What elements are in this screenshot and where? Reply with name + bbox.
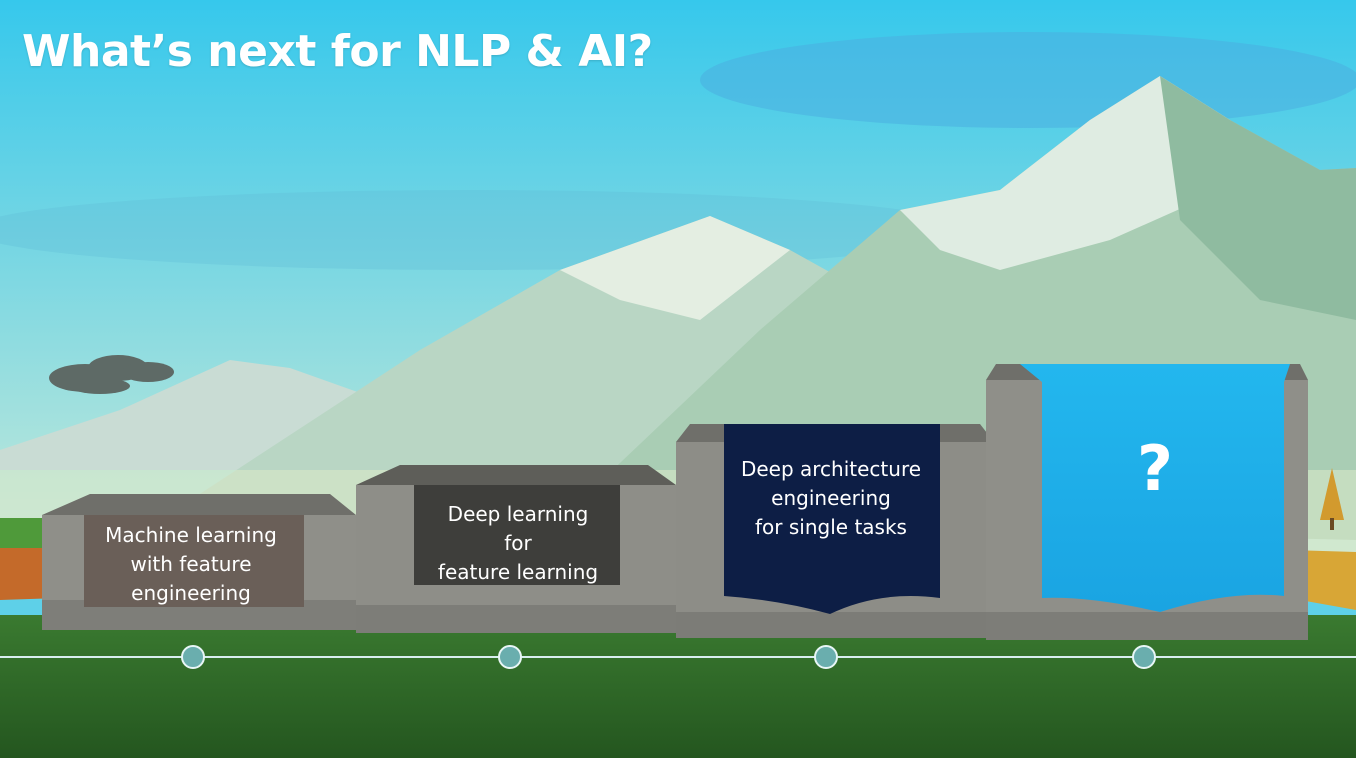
mountain-main-shade xyxy=(1160,76,1356,320)
stage-2-line-2: for xyxy=(504,531,532,555)
cloud-streak xyxy=(700,32,1356,128)
timeline-dot-3 xyxy=(814,645,838,669)
stage-2-label: Deep learning for feature learning xyxy=(408,500,628,587)
slide-title: What’s next for NLP & AI? xyxy=(22,26,653,77)
tree xyxy=(1320,468,1344,520)
tree-trunk xyxy=(1330,518,1334,530)
timeline-dot-1 xyxy=(181,645,205,669)
stage-1-line-3: engineering xyxy=(131,581,251,605)
stage-2-line-1: Deep learning xyxy=(447,502,589,526)
cloud-streak xyxy=(0,190,970,270)
stage-3-label: Deep architecture engineering for single… xyxy=(724,455,938,542)
stage-3-line-3: for single tasks xyxy=(755,515,907,539)
mountain-middle-shade xyxy=(560,216,790,320)
stage-2-wall xyxy=(356,465,676,633)
stage-4-question-mark: ? xyxy=(1137,432,1173,505)
stage-3-banner xyxy=(724,424,940,614)
stage-3-line-1: Deep architecture xyxy=(740,457,922,481)
stage-1-line-2: with feature xyxy=(130,552,252,576)
stage-3-line-2: engineering xyxy=(771,486,891,510)
stage-2-banner xyxy=(414,485,620,585)
stage-2-line-3: feature learning xyxy=(437,560,599,584)
timeline-dot-4 xyxy=(1132,645,1156,669)
stage-1-banner xyxy=(84,515,304,607)
stage-1-label: Machine learning with feature engineerin… xyxy=(78,521,304,608)
stage-3-wall xyxy=(676,424,994,638)
stage-4-banner xyxy=(1020,364,1290,612)
stage-1-line-1: Machine learning xyxy=(105,523,277,547)
small-cloud xyxy=(49,355,174,394)
stage-1-wall xyxy=(42,494,356,630)
timeline-dot-2 xyxy=(498,645,522,669)
stage-4-wall xyxy=(986,364,1308,640)
